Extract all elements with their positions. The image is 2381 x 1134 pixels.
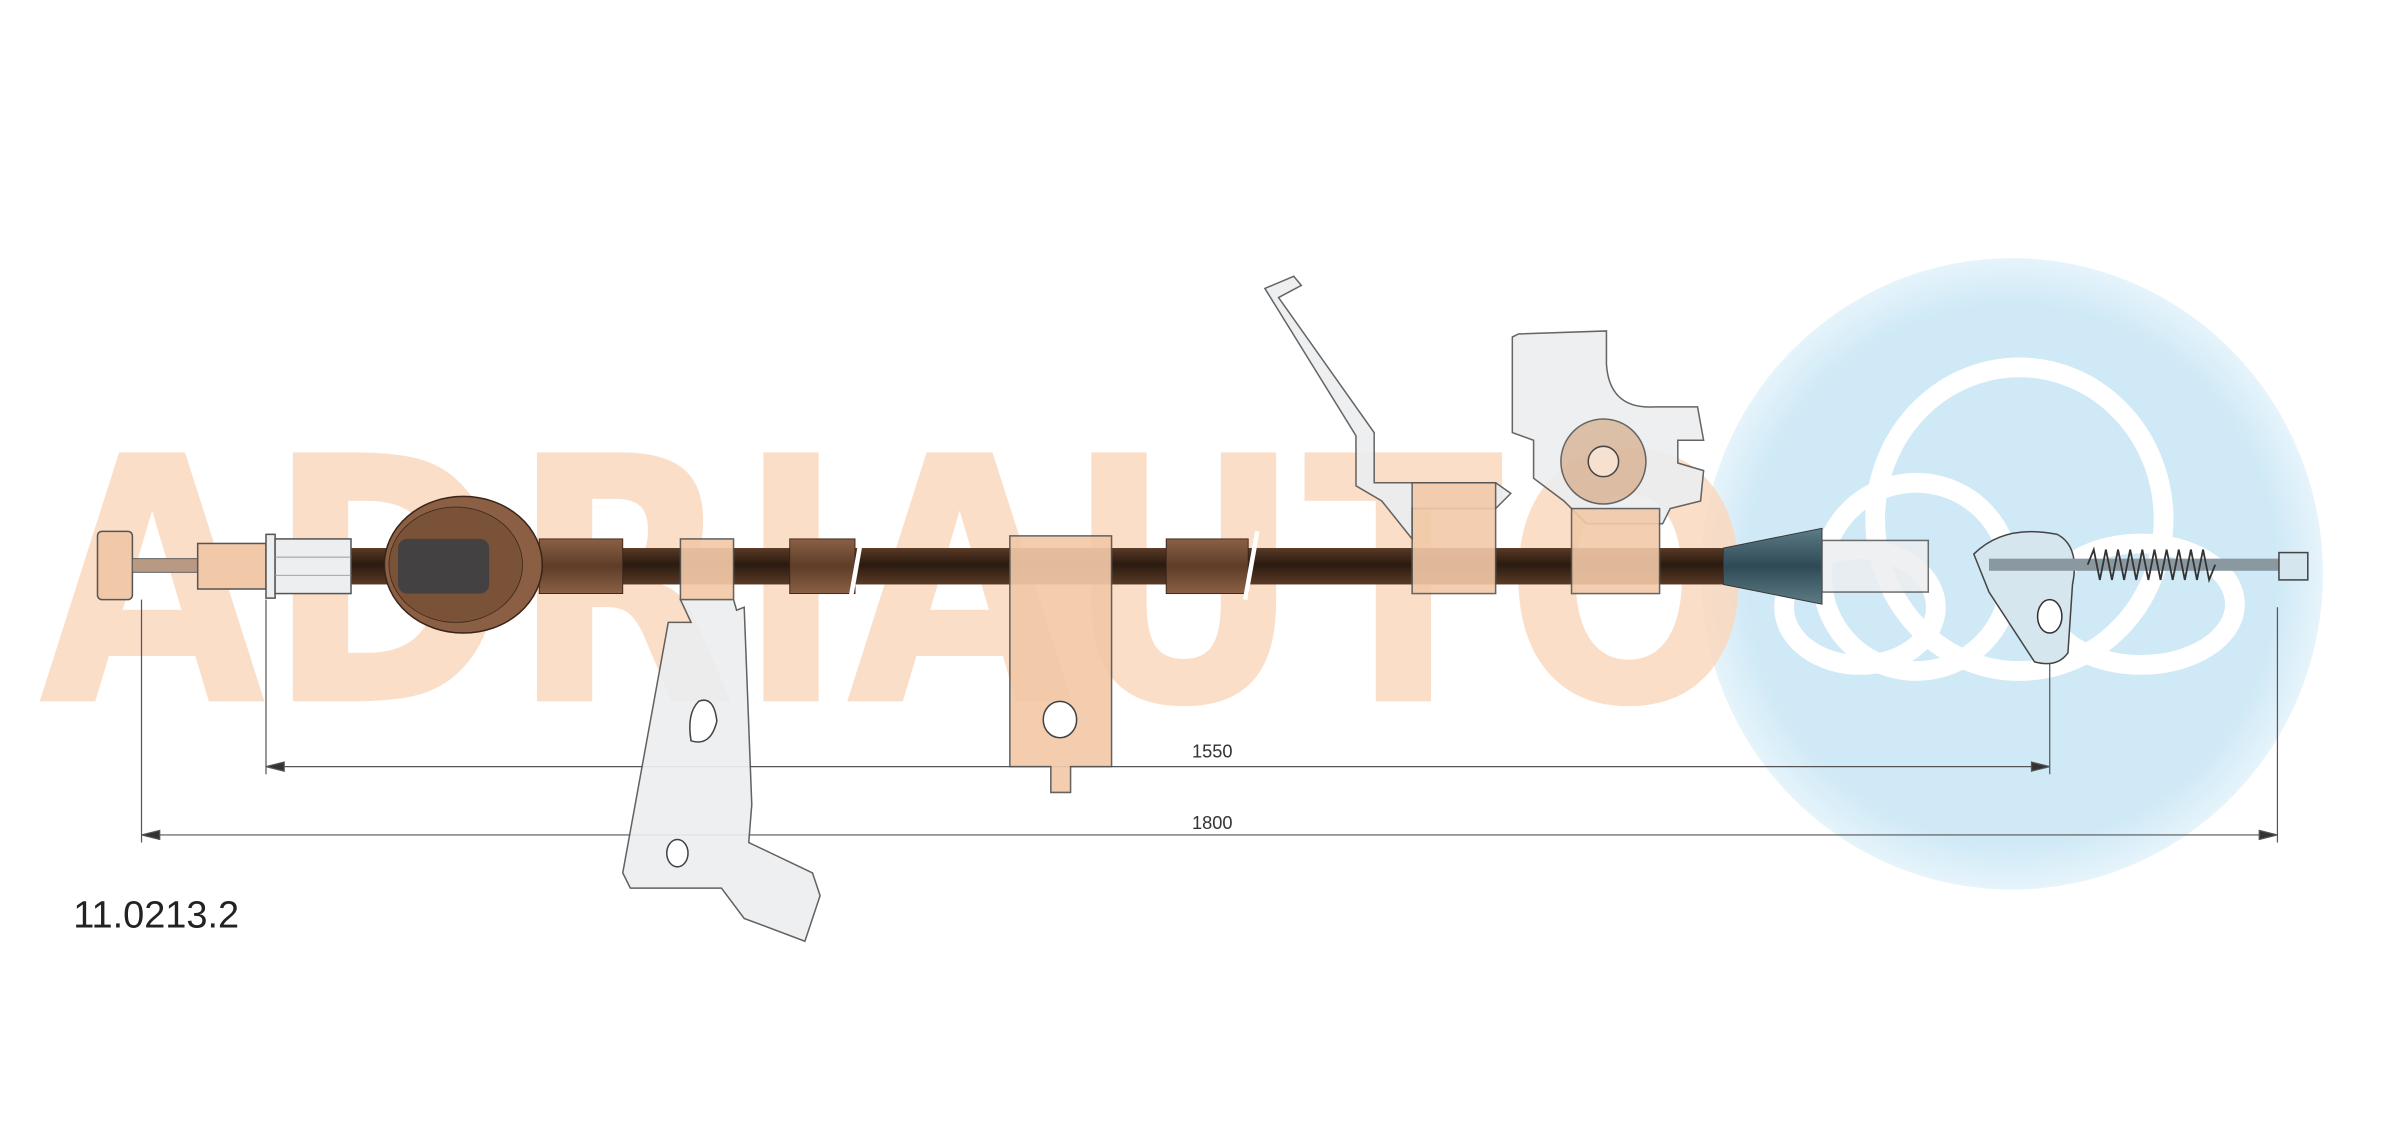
upper-bracket-pivot: [1511, 330, 1705, 525]
clip: [1411, 481, 1497, 595]
spring: [2086, 546, 2217, 584]
right-end-fitting: [1722, 527, 2309, 665]
dimension-1550-label: 1550: [1192, 742, 1233, 762]
lower-bracket-angled: [621, 538, 821, 943]
lower-bracket-straight: [1009, 535, 1113, 794]
break-marks: [848, 530, 1260, 601]
upper-bracket-angled: [1263, 275, 1512, 542]
dimension-lines: [140, 599, 2279, 843]
clip: [1570, 507, 1661, 595]
sleeves: [538, 538, 1249, 595]
part-number: 11.0213.2: [73, 895, 239, 937]
left-end-fitting: [96, 530, 352, 601]
grommet: [383, 495, 544, 634]
dimension-1800-label: 1800: [1192, 813, 1233, 833]
